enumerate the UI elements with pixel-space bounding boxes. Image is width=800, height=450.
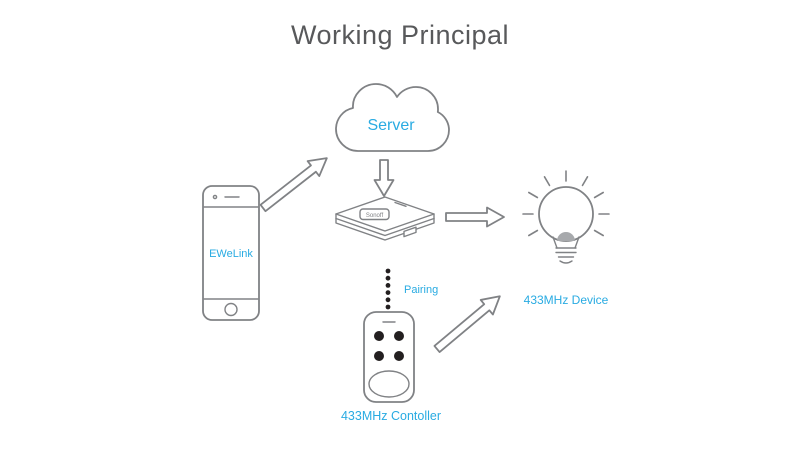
hub-brand-label: Sonoff <box>366 213 384 219</box>
server-label: Server <box>367 117 415 134</box>
page-title: Working Principal <box>290 20 510 50</box>
remote-controller-icon <box>363 311 415 403</box>
ewelink-app-label: EWeLink <box>209 248 253 260</box>
pairing-dotted-line <box>385 268 391 310</box>
cloud-icon <box>335 83 450 152</box>
hub-to-device-arrow <box>445 206 505 228</box>
remote-to-device-arrow <box>433 295 501 353</box>
app-to-server-arrow <box>259 157 328 213</box>
server-to-hub-arrow <box>373 159 395 197</box>
pairing-label: Pairing <box>404 284 439 296</box>
smartphone-icon <box>202 185 260 321</box>
rf-bridge-hub-icon: Sonoff <box>335 196 435 241</box>
433mhz-device-label: 433MHz Device <box>523 293 609 307</box>
light-bulb-icon <box>522 170 610 264</box>
433mhz-controller-label: 433MHz Contoller <box>340 409 442 423</box>
